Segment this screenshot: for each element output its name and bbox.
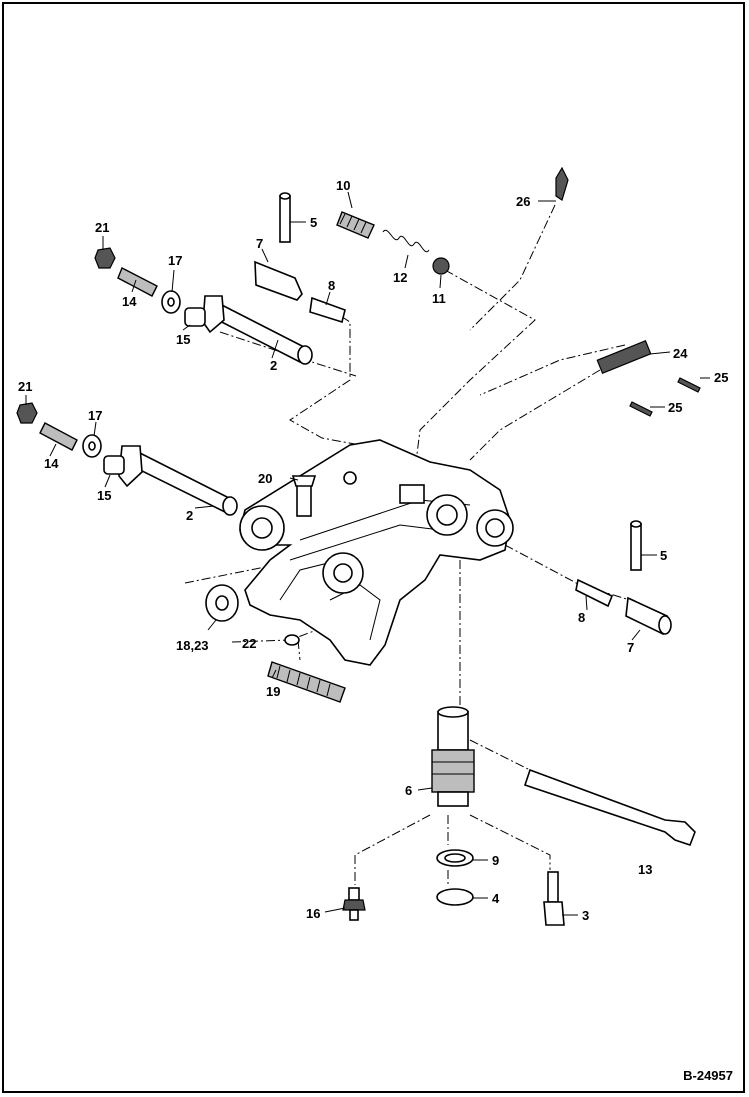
callout-15-upper: 15 xyxy=(176,332,190,347)
detent-assembly xyxy=(336,166,569,275)
callout-14-upper: 14 xyxy=(122,294,137,309)
callout-24: 24 xyxy=(673,346,688,361)
leader-lines xyxy=(25,191,710,916)
pin-assembly-upper xyxy=(94,192,346,365)
callout-3: 3 xyxy=(582,908,589,923)
callout-labels: 2 2 3 4 5 5 6 7 7 8 8 9 10 11 12 13 14 1… xyxy=(18,178,728,923)
pin-assembly-lower xyxy=(16,402,317,646)
callout-5-right: 5 xyxy=(660,548,667,563)
reference-number: B-24957 xyxy=(683,1068,733,1083)
callout-21-lower: 21 xyxy=(18,379,32,394)
callout-12: 12 xyxy=(393,270,407,285)
callout-21-upper: 21 xyxy=(95,220,109,235)
callout-7-right: 7 xyxy=(627,640,634,655)
cylinder-assembly xyxy=(342,706,696,926)
callout-15-lower: 15 xyxy=(97,488,111,503)
callout-19: 19 xyxy=(266,684,280,699)
callout-26: 26 xyxy=(516,194,530,209)
wear-pad xyxy=(267,661,346,703)
callout-20: 20 xyxy=(258,471,272,486)
callout-4: 4 xyxy=(492,891,500,906)
callout-17-lower: 17 xyxy=(88,408,102,423)
callout-17-upper: 17 xyxy=(168,253,182,268)
callout-10: 10 xyxy=(336,178,350,193)
callout-9: 9 xyxy=(492,853,499,868)
callout-16: 16 xyxy=(306,906,320,921)
callout-25-upper: 25 xyxy=(714,370,728,385)
callout-8-right: 8 xyxy=(578,610,585,625)
coupler-body xyxy=(239,439,514,666)
callout-25-lower: 25 xyxy=(668,400,682,415)
callout-18-23: 18,23 xyxy=(176,638,209,653)
callout-11: 11 xyxy=(432,291,446,306)
callout-5-upper: 5 xyxy=(310,215,317,230)
callout-2-upper: 2 xyxy=(270,358,277,373)
callout-13: 13 xyxy=(638,862,652,877)
callout-6: 6 xyxy=(405,783,412,798)
callout-2-lower: 2 xyxy=(186,508,193,523)
callout-22: 22 xyxy=(242,636,256,651)
callout-14-lower: 14 xyxy=(44,456,59,471)
callout-7-upper: 7 xyxy=(256,236,263,251)
callout-8-upper: 8 xyxy=(328,278,335,293)
pin-assembly-right xyxy=(575,339,701,636)
